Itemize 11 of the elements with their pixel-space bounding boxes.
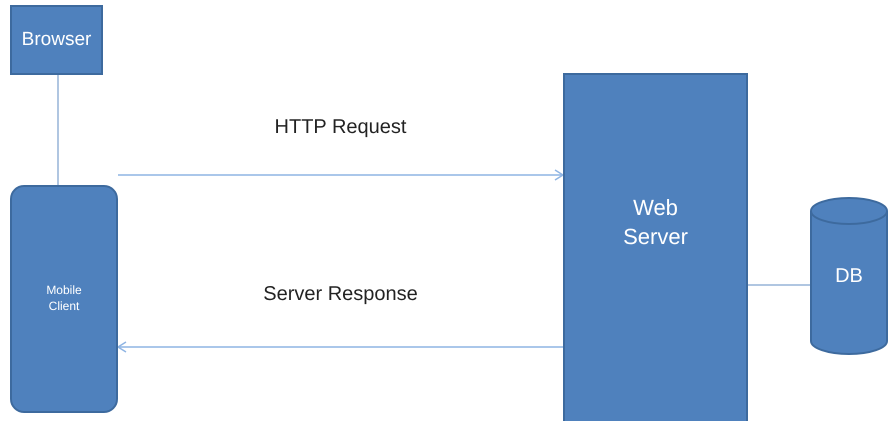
server-box xyxy=(563,73,748,421)
node-label: Mobile Client xyxy=(45,283,83,315)
node-label: Web Server xyxy=(622,194,689,251)
browser-box xyxy=(10,5,103,75)
client-box xyxy=(10,185,118,413)
node-label: DB xyxy=(834,264,864,289)
connector-line xyxy=(57,75,59,185)
node-label: Browser xyxy=(20,28,92,52)
connector-line xyxy=(748,284,810,286)
arrow xyxy=(118,169,564,181)
arrow xyxy=(117,341,563,353)
